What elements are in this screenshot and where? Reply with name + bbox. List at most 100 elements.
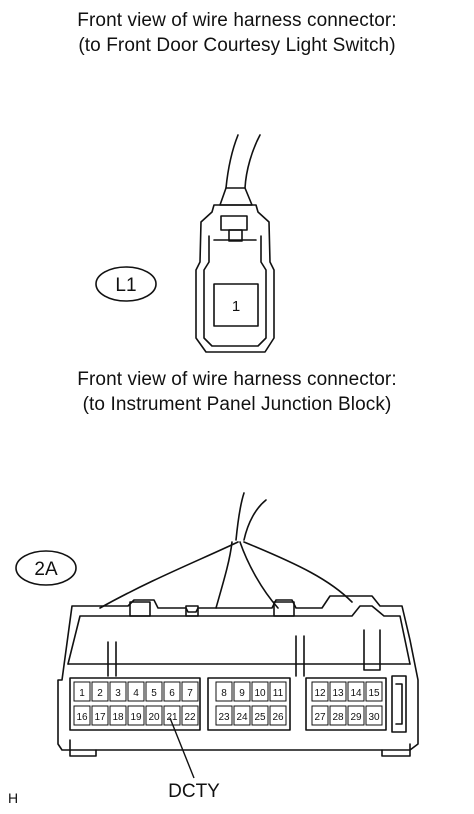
pin-label-20: 20 [148,712,160,723]
pin-label-28: 28 [332,712,344,723]
pin-label-24: 24 [236,712,248,723]
connector-2a-caption-line2: (to Instrument Panel Junction Block) [82,394,392,415]
2a-right-key-inner [395,683,403,725]
connector-l1 [95,134,275,353]
pin-label-16: 16 [76,712,88,723]
2a-post [295,635,305,677]
pin-cavity-10 [251,681,269,702]
dcty-label: DCTY [168,781,220,802]
pin-label-23: 23 [218,712,230,723]
pin-cavity-13 [329,681,347,702]
pin-cavity-26 [269,705,287,726]
pin-label-18: 18 [112,712,124,723]
figure-mark: H [8,790,19,806]
pin-label-12: 12 [314,688,326,699]
pin-label-25: 25 [254,712,266,723]
connector-2a-caption: Front view of wire harness connector: (t… [0,367,474,417]
connector-2a [15,492,419,757]
pin-label-14: 14 [350,688,362,699]
pin-cavity-29 [347,705,365,726]
pin-cavity-11 [269,681,287,702]
2a-foot [69,739,97,757]
pin-cavity-18 [109,705,127,726]
l1-lock-tab [220,215,248,231]
2a-pin-group-b [207,677,291,731]
2a-latch [363,629,381,671]
pin-label-7: 7 [187,688,193,699]
pin-label-6: 6 [169,688,175,699]
2a-right-key [391,675,407,733]
2a-wire [215,541,233,609]
pin-cavity-16 [73,705,91,726]
pin-cavity-3 [109,681,127,702]
pin-label-8: 8 [221,688,227,699]
pin-cavity-20 [145,705,163,726]
connector-2a-caption-line1: Front view of wire harness connector: [77,369,397,390]
pin-cavity-12 [311,681,329,702]
pin-cavity-6 [163,681,181,702]
pin-label-30: 30 [368,712,380,723]
pin-label-4: 4 [133,688,139,699]
connector-l1-caption-line1: Front view of wire harness connector: [77,10,397,31]
2a-wire [243,499,267,541]
pin-label-15: 15 [368,688,380,699]
l1-lock-window [228,229,243,242]
l1-wire [225,134,239,189]
connector-l1-caption-line2: (to Front Door Courtesy Light Switch) [78,35,396,56]
pin-cavity-27 [311,705,329,726]
pin-cavity-22 [181,705,199,726]
2a-wire [235,492,245,541]
pin-cavity-2 [91,681,109,702]
pin-label-13: 13 [332,688,344,699]
2a-code-label: 2A [34,559,58,580]
pin-label-2: 2 [97,688,103,699]
pin-label-29: 29 [350,712,362,723]
pin-cavity-19 [127,705,145,726]
l1-boot [219,187,253,206]
pin-cavity-17 [91,705,109,726]
2a-top-rail [67,605,411,665]
2a-tab [273,601,295,617]
pin-label-10: 10 [254,688,266,699]
pin-label-17: 17 [94,712,106,723]
pin-cavity-30 [365,705,383,726]
2a-foot [381,743,411,757]
pin-cavity-4 [127,681,145,702]
2a-wire [239,541,279,609]
pin-label-9: 9 [239,688,245,699]
2a-pin-group-a [69,677,201,731]
pin-label-26: 26 [272,712,284,723]
pin-label-1: 1 [79,688,85,699]
pin-label-19: 19 [130,712,142,723]
pin-cavity-25 [251,705,269,726]
pin-label-22: 22 [184,712,196,723]
2a-wire [99,541,239,609]
pin-cavity-9 [233,681,251,702]
connector-l1-caption: Front view of wire harness connector: (t… [0,8,474,58]
2a-pin-group-c [305,677,387,731]
pin-cavity-23 [215,705,233,726]
2a-code-badge [15,550,77,586]
dcty-leader-line [169,717,195,779]
l1-pin-cavity [213,283,259,327]
pin-cavity-14 [347,681,365,702]
pin-label-21: 21 [166,712,178,723]
l1-wire [244,134,261,189]
pin-cavity-28 [329,705,347,726]
pin-cavity-1 [73,681,91,702]
2a-tab [129,601,151,617]
l1-code-badge [95,266,157,302]
2a-wire [243,541,353,603]
2a-tab [185,605,199,617]
pin-label-27: 27 [314,712,326,723]
l1-code-label: L1 [115,275,136,296]
pin-cavity-8 [215,681,233,702]
pin-label-11: 11 [273,688,284,699]
l1-inner-frame [203,235,267,347]
pin-cavity-5 [145,681,163,702]
l1-housing [195,204,275,353]
pin-cavity-21 [163,705,181,726]
pin-label-3: 3 [115,688,121,699]
